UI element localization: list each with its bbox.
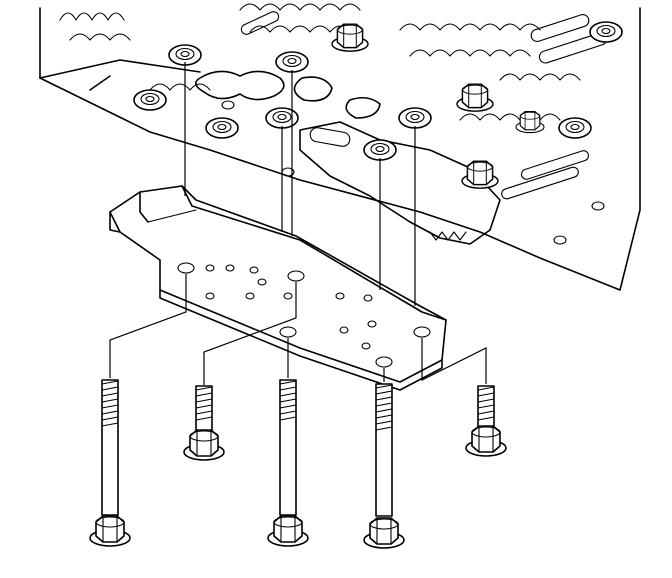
- transmission-housing: [39, 3, 641, 291]
- bolt-long-3: [267, 379, 309, 547]
- bolt-short-5: [465, 385, 507, 457]
- bolt-long-4: [363, 383, 405, 549]
- alignment-leader-lines: [109, 62, 487, 385]
- bolt-short-2: [183, 385, 225, 461]
- valve-body-cover-plate: [109, 185, 447, 391]
- bolt-long-1: [89, 379, 131, 547]
